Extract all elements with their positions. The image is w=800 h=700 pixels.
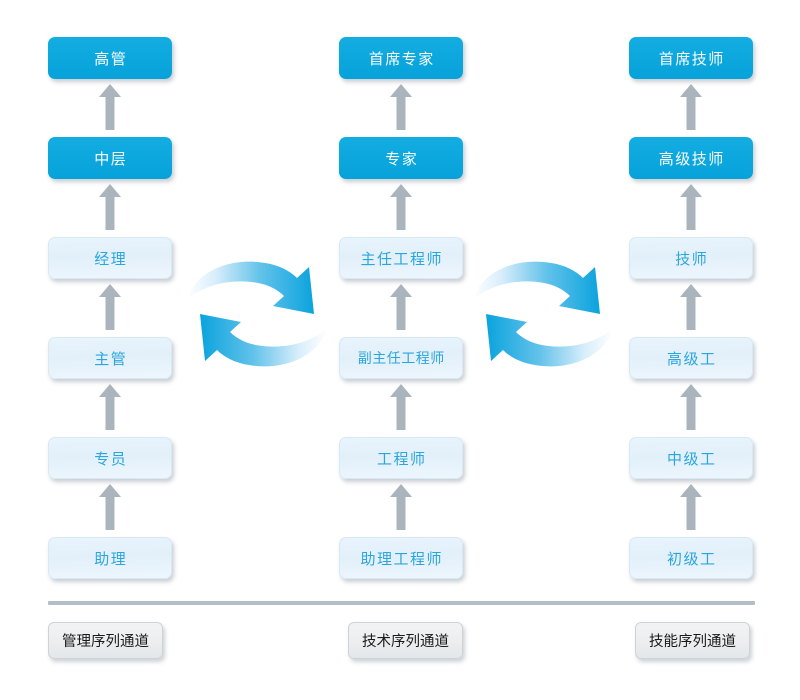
node-technical-level-3[interactable]: 副主任工程师 [339,337,463,379]
node-skill-level-2[interactable]: 技师 [629,237,753,279]
cyclic-exchange-arrows-icon [469,251,617,377]
node-skill-level-4[interactable]: 中级工 [629,437,753,479]
channel-label-skill[interactable]: 技能序列通道 [635,622,750,659]
node-management-level-2[interactable]: 经理 [48,237,172,279]
arrow-up-icon [98,83,122,131]
node-skill-level-0[interactable]: 首席技师 [629,37,753,79]
node-management-level-1[interactable]: 中层 [48,137,172,179]
node-skill-level-3[interactable]: 高级工 [629,337,753,379]
node-management-level-4[interactable]: 专员 [48,437,172,479]
node-technical-level-1[interactable]: 专家 [339,137,463,179]
node-technical-level-4[interactable]: 工程师 [339,437,463,479]
arrow-up-icon [389,383,413,431]
node-management-level-0[interactable]: 高管 [48,37,172,79]
arrow-up-icon [679,83,703,131]
node-technical-level-2[interactable]: 主任工程师 [339,237,463,279]
node-skill-level-5[interactable]: 初级工 [629,537,753,579]
node-management-level-5[interactable]: 助理 [48,537,172,579]
arrow-up-icon [389,83,413,131]
arrow-up-icon [389,283,413,331]
node-technical-level-0[interactable]: 首席专家 [339,37,463,79]
arrow-up-icon [389,183,413,231]
arrow-up-icon [389,483,413,531]
cyclic-exchange-arrows-icon [183,251,331,377]
arrow-up-icon [679,283,703,331]
node-management-level-3[interactable]: 主管 [48,337,172,379]
node-technical-level-5[interactable]: 助理工程师 [339,537,463,579]
arrow-up-icon [679,183,703,231]
arrow-up-icon [98,283,122,331]
arrow-up-icon [679,383,703,431]
horizontal-divider [48,601,755,605]
channel-label-management[interactable]: 管理序列通道 [48,622,163,659]
arrow-up-icon [98,383,122,431]
node-skill-level-1[interactable]: 高级技师 [629,137,753,179]
arrow-up-icon [98,183,122,231]
arrow-up-icon [679,483,703,531]
arrow-up-icon [98,483,122,531]
channel-label-technical[interactable]: 技术序列通道 [348,622,463,659]
